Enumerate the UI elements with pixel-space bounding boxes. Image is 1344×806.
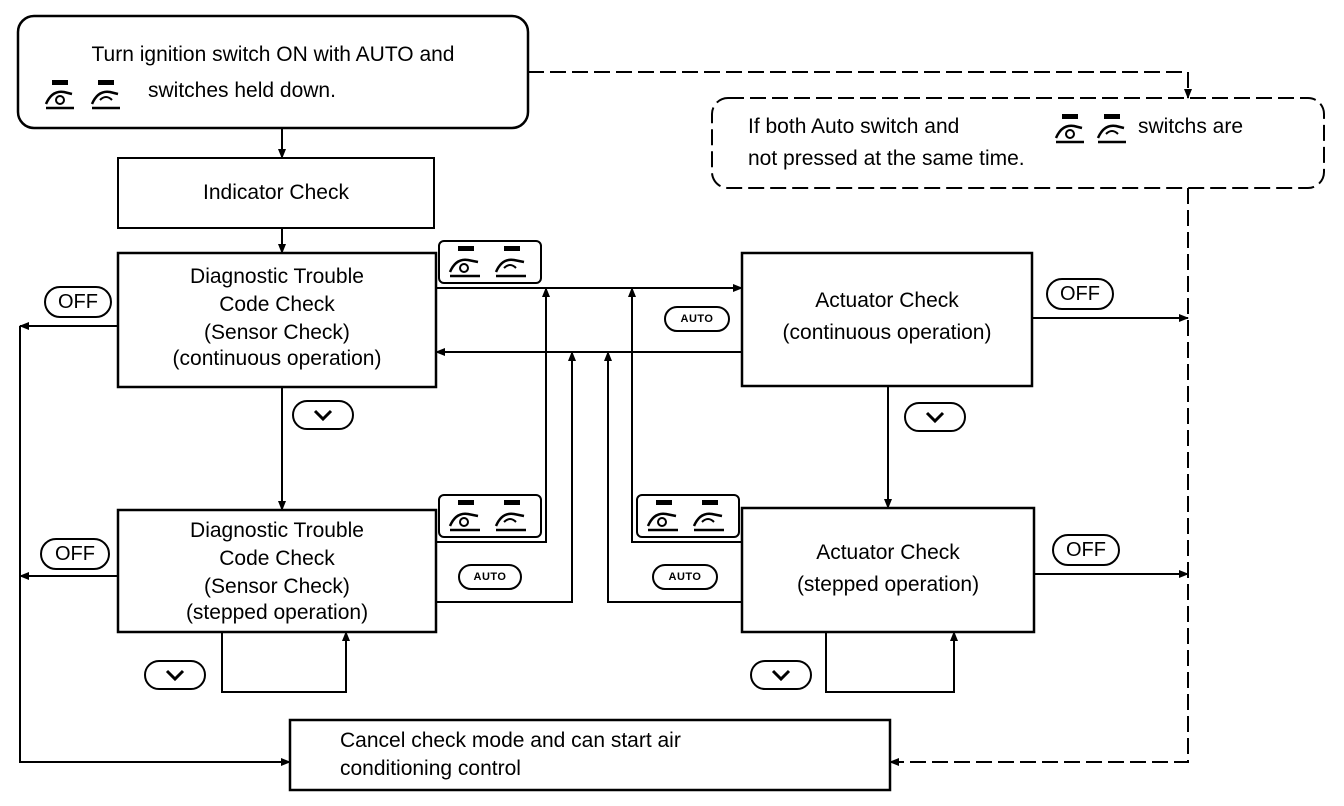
indicator-box	[117, 157, 435, 229]
off-button-dtc-continuous[interactable]: OFF	[44, 286, 112, 318]
recirculation-icon	[692, 500, 724, 532]
recirculation-icon	[494, 500, 526, 532]
down-button-dtc-stepped[interactable]	[144, 660, 206, 690]
actuator-continuous-line1: Actuator Check	[815, 289, 959, 312]
cancel-line2: conditioning control	[340, 757, 521, 780]
loop-dtc-stepped	[221, 631, 350, 693]
switch-pad-actuator-stepped[interactable]	[636, 494, 740, 538]
off-button-actuator-continuous[interactable]: OFF	[1046, 278, 1114, 310]
dtc-stepped-line2: Code Check	[219, 547, 335, 570]
fresh-air-icon	[646, 500, 678, 532]
actuator-stepped-line1: Actuator Check	[816, 541, 960, 564]
auto-button-dtc-continuous[interactable]: AUTO	[664, 306, 730, 332]
start-line1: Turn ignition switch ON with AUTO and	[91, 43, 455, 66]
off-button-dtc-stepped[interactable]: OFF	[40, 538, 110, 570]
chevron-down-icon	[925, 411, 945, 424]
dashed-path-start-right	[528, 71, 1192, 99]
dtc-stepped-line1: Diagnostic Trouble	[190, 519, 364, 542]
cancel-box	[288, 718, 892, 792]
note-line2: not pressed at the same time.	[748, 147, 1025, 170]
recirculation-icon	[90, 80, 120, 110]
start-line2: switches held down.	[148, 79, 336, 102]
off-button-actuator-stepped[interactable]: OFF	[1052, 534, 1120, 566]
dtc-stepped-line3: (Sensor Check)	[204, 575, 350, 598]
path-actuator-stepped-auto-up	[604, 351, 742, 603]
note-line1b: switchs are	[1138, 115, 1244, 138]
fresh-air-icon	[44, 80, 74, 110]
note-line1: If both Auto switch and	[748, 115, 960, 138]
chevron-down-icon	[313, 409, 333, 422]
switch-icons-note	[1054, 114, 1126, 144]
fresh-air-icon	[448, 500, 480, 532]
dtc-continuous-line1: Diagnostic Trouble	[190, 265, 364, 288]
dtc-continuous-box	[116, 251, 438, 389]
switch-pad-dtc-stepped[interactable]	[438, 494, 542, 538]
recirculation-icon	[1096, 114, 1126, 144]
recirculation-icon	[494, 246, 526, 278]
chevron-down-icon	[771, 669, 791, 682]
down-button-dtc-continuous[interactable]	[292, 400, 354, 430]
path-dtc-stepped-auto-up	[436, 351, 576, 603]
actuator-stepped-line2: (stepped operation)	[796, 573, 980, 596]
dtc-continuous-line2: Code Check	[219, 293, 335, 316]
dashed-path-right-rail	[889, 188, 1189, 766]
fresh-air-icon	[448, 246, 480, 278]
dtc-stepped-line4: (stepped operation)	[185, 601, 369, 624]
fresh-air-icon	[1054, 114, 1084, 144]
chevron-down-icon	[165, 669, 185, 682]
dtc-continuous-line3: (Sensor Check)	[204, 321, 350, 344]
actuator-continuous-line2: (continuous operation)	[782, 321, 992, 344]
switch-pad-dtc-continuous[interactable]	[438, 240, 542, 284]
path-actuator-stepped-switch-up	[628, 287, 742, 543]
note-box	[711, 97, 1325, 189]
cancel-line1: Cancel check mode and can start air	[340, 729, 681, 752]
actuator-stepped-box	[740, 506, 1036, 634]
down-button-actuator-continuous[interactable]	[904, 402, 966, 432]
switch-icons-start	[44, 80, 120, 110]
auto-button-actuator-stepped[interactable]: AUTO	[652, 564, 718, 590]
indicator-label: Indicator Check	[203, 181, 349, 204]
left-rail	[19, 326, 291, 766]
path-dtc-stepped-switch-up	[436, 287, 550, 543]
loop-actuator-stepped	[825, 631, 958, 693]
dtc-continuous-line4: (continuous operation)	[172, 347, 382, 370]
dtc-stepped-box	[116, 508, 438, 634]
auto-button-dtc-stepped[interactable]: AUTO	[458, 564, 522, 590]
down-button-actuator-stepped[interactable]	[750, 660, 812, 690]
